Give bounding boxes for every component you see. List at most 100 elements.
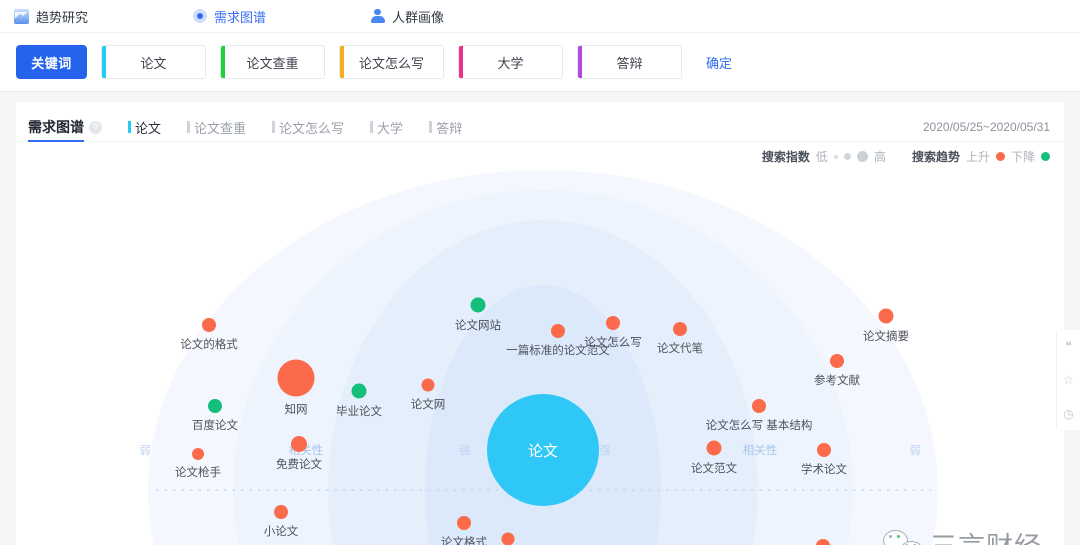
keyword-bar: 关键词 论文 论文查重 论文怎么写 大学 答辩 确定 xyxy=(0,33,1080,92)
keyword-tab-label: 答辩 xyxy=(436,120,463,136)
legend-index-high: 高 xyxy=(873,150,886,164)
legend-dot-medium xyxy=(843,153,851,160)
graph-node-label[interactable]: 论文摘要 xyxy=(863,330,909,343)
graph-node-label[interactable]: 毕业论文 xyxy=(336,405,382,418)
legend-trend-up-label: 上升 xyxy=(965,150,990,164)
legend-dot-small xyxy=(833,154,838,159)
graph-node-label[interactable]: 免费论文 xyxy=(276,459,322,471)
nav-item-label: 人群画像 xyxy=(392,9,445,25)
keyword-tab-1[interactable]: 论文查重 xyxy=(187,107,246,137)
legend-index-title: 搜索指数 xyxy=(761,150,810,164)
graph-node-label[interactable]: 小论文 xyxy=(263,526,299,538)
axis-label-5: 弱 xyxy=(909,445,921,457)
graph-node-label[interactable]: 论文网站 xyxy=(455,319,501,332)
graph-bubble[interactable] xyxy=(830,354,844,368)
keyword-tab-label: 大学 xyxy=(377,120,404,136)
keyword-tab-4[interactable]: 答辩 xyxy=(429,107,462,137)
graph-node-label[interactable]: 学术论文 xyxy=(801,464,847,476)
chart-legend: 搜索指数 低 高 搜索趋势 上升 下降 xyxy=(762,148,1050,165)
graph-bubble[interactable] xyxy=(606,316,620,330)
axis-label-0: 弱 xyxy=(139,445,151,457)
tab-demand-graph[interactable]: 需求图谱 ? xyxy=(28,102,102,142)
chip-color-bar xyxy=(221,46,225,78)
graph-node-label[interactable]: 论文格式 xyxy=(441,537,487,545)
legend-trend-up-dot xyxy=(995,152,1005,161)
graph-node-label[interactable]: 参考文献 xyxy=(814,375,860,387)
keyword-chip-4[interactable]: 答辩 xyxy=(577,45,682,79)
demand-graph-card: 需求图谱 ? 论文 论文查重 论文怎么写 大学 答辩 2020/05/25~20… xyxy=(16,102,1064,545)
keyword-tab-3[interactable]: 大学 xyxy=(370,107,403,137)
graph-bubble[interactable] xyxy=(878,308,894,324)
keyword-chip-1[interactable]: 论文查重 xyxy=(220,45,325,79)
top-navigation: 趋势研究 需求图谱 人群画像 xyxy=(0,0,1080,33)
quote-icon[interactable]: ❝ xyxy=(1065,339,1072,353)
legend-search-trend: 搜索趋势 上升 下降 xyxy=(912,148,1050,165)
clock-icon[interactable]: ◷ xyxy=(1063,407,1074,421)
chip-color-bar xyxy=(459,46,463,78)
graph-bubble[interactable] xyxy=(752,399,766,413)
graph-bubble[interactable] xyxy=(706,440,722,456)
favorite-icon[interactable]: ☆ xyxy=(1063,373,1074,387)
right-rail: ❝ ☆ ◷ xyxy=(1056,330,1080,430)
graph-bubble[interactable] xyxy=(551,324,565,338)
graph-bubble[interactable] xyxy=(274,505,288,519)
keyword-button[interactable]: 关键词 xyxy=(16,45,87,79)
graph-node-label[interactable]: 论文枪手 xyxy=(175,467,221,479)
keyword-tab-label: 论文怎么写 xyxy=(279,120,345,136)
trend-chart-icon xyxy=(14,8,29,24)
legend-trend-down-dot xyxy=(1041,152,1050,161)
graph-bubble[interactable] xyxy=(208,399,222,413)
graph-node-label[interactable]: 论文怎么写 xyxy=(584,337,642,349)
tab-color-tick xyxy=(370,121,374,133)
graph-node-label[interactable]: 论文范文 xyxy=(691,462,737,475)
confirm-button[interactable]: 确定 xyxy=(706,55,733,71)
nav-item-people-profile[interactable]: 人群画像 xyxy=(370,7,444,26)
center-node-论文[interactable]: 论文 xyxy=(487,394,599,506)
graph-bubble[interactable] xyxy=(202,318,216,332)
demand-graph-canvas[interactable]: 论文弱相关性强强相关性弱论文的格式百度论文知网毕业论文论文枪手免费论文小论文论文… xyxy=(16,142,1064,545)
keyword-chip-2[interactable]: 论文怎么写 xyxy=(339,45,444,79)
graph-bubble[interactable] xyxy=(457,516,471,530)
tab-color-tick xyxy=(128,121,131,133)
graph-node-label[interactable]: 论文的格式 xyxy=(180,339,238,351)
demand-graph-icon xyxy=(192,9,207,24)
graph-bubble[interactable] xyxy=(291,436,307,452)
keyword-chip-0[interactable]: 论文 xyxy=(101,45,206,79)
legend-dot-large xyxy=(856,151,868,162)
chip-label: 论文怎么写 xyxy=(358,55,424,71)
legend-trend-title: 搜索趋势 xyxy=(911,150,960,164)
tab-color-tick xyxy=(272,121,276,133)
graph-bubble[interactable] xyxy=(351,383,367,399)
graph-node-label[interactable]: 论文网 xyxy=(410,398,446,411)
graph-bubble[interactable] xyxy=(673,322,687,336)
date-range-label: 2020/05/25~2020/05/31 xyxy=(922,120,1050,134)
graph-bubble[interactable] xyxy=(470,297,486,313)
chip-color-bar xyxy=(578,46,582,78)
graph-node-label[interactable]: 知网 xyxy=(284,403,308,416)
graph-node-label[interactable]: 论文代笔 xyxy=(657,343,703,355)
legend-index-low: 低 xyxy=(815,150,828,164)
keyword-tab-0[interactable]: 论文 xyxy=(128,107,161,137)
graph-node-label[interactable]: 百度论文 xyxy=(192,420,238,432)
keyword-tab-label: 论文查重 xyxy=(194,120,247,136)
tab-color-tick xyxy=(187,121,191,133)
graph-bubble[interactable] xyxy=(501,532,515,545)
nav-item-demand-graph[interactable]: 需求图谱 xyxy=(192,7,266,26)
axis-label-4: 相关性 xyxy=(742,445,778,457)
graph-bubble[interactable] xyxy=(277,359,315,397)
graph-node-label[interactable]: 一篇标准的论文范文 xyxy=(506,345,610,357)
tab-row: 需求图谱 ? 论文 论文查重 论文怎么写 大学 答辩 2020/05/25~20… xyxy=(16,102,1064,142)
chip-color-bar xyxy=(102,46,106,78)
help-icon[interactable]: ? xyxy=(89,120,102,134)
graph-bubble[interactable] xyxy=(817,443,831,457)
axis-label-2: 强 xyxy=(459,445,471,457)
graph-node-label[interactable]: 论文怎么写 基本结构 xyxy=(705,420,813,432)
graph-bubble[interactable] xyxy=(816,539,830,545)
graph-bubble[interactable] xyxy=(421,378,435,392)
keyword-chip-3[interactable]: 大学 xyxy=(458,45,563,79)
chip-label: 论文 xyxy=(140,55,167,71)
legend-search-index: 搜索指数 低 高 xyxy=(762,148,886,165)
keyword-tab-2[interactable]: 论文怎么写 xyxy=(272,107,344,137)
graph-bubble[interactable] xyxy=(192,448,204,460)
nav-item-trend-research[interactable]: 趋势研究 xyxy=(14,7,88,26)
